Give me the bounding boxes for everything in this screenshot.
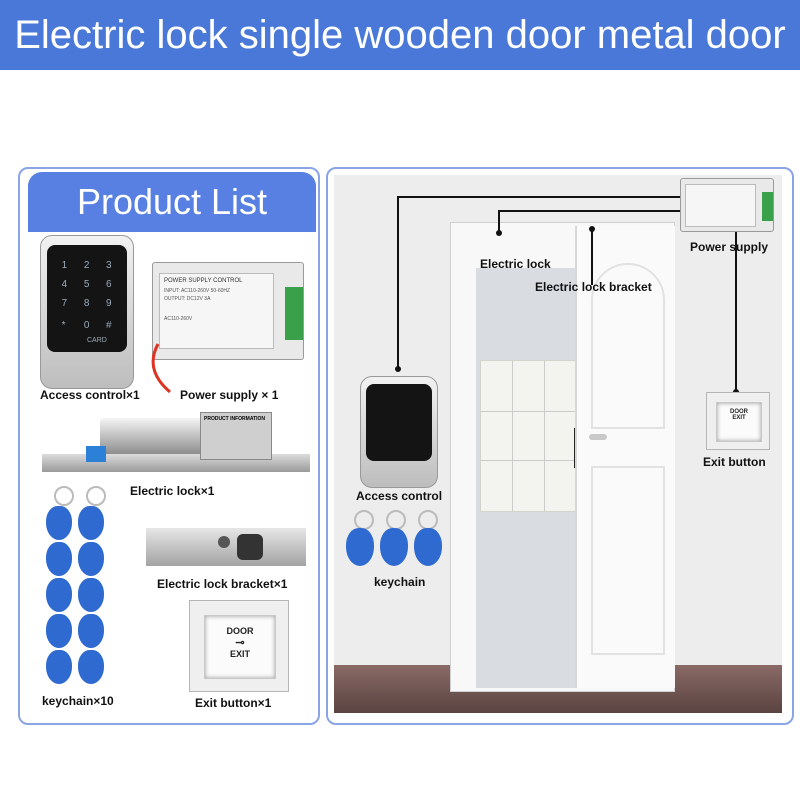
keypad-glass: 1 2 3 4 5 6 7 8 9 * 0 # CARD: [47, 245, 127, 352]
keyfob-icon: [46, 650, 72, 684]
lock-bracket-image: [146, 528, 306, 566]
diagram-keychain-label: keychain: [374, 575, 426, 589]
key: 7: [61, 298, 68, 310]
key: 5: [83, 279, 90, 291]
power-supply-label: Power supply × 1: [180, 388, 279, 402]
psu-model: AC110-260V: [164, 315, 193, 322]
terminal-block: [761, 192, 773, 221]
wire-dot: [496, 230, 502, 236]
keyfob-icon: [346, 528, 374, 566]
wire-lock-horizontal: [498, 210, 681, 212]
lock-info-box: PRODUCT INFORMATION: [200, 412, 272, 460]
wire-dot: [589, 226, 595, 232]
keyfob-icon: [78, 578, 104, 612]
key-icon: ⊸: [235, 637, 245, 650]
keypad-glass: [366, 383, 432, 461]
keyfob-icon: [78, 542, 104, 576]
psu-face: POWER SUPPLY CONTROL INPUT: AC110-260V 5…: [159, 272, 274, 350]
electric-lock-label: Electric lock×1: [130, 484, 215, 498]
keyfob-icon: [78, 506, 104, 540]
exit-button-face: DOOR ⊸ EXIT: [203, 615, 277, 679]
keyfob-icon: [46, 506, 72, 540]
lock-cylinder: [100, 418, 210, 454]
key-ring: [54, 486, 74, 506]
psu-input: INPUT: AC110-260V 50-60HZ: [164, 287, 231, 294]
diagram-bracket-label: Electric lock bracket: [535, 280, 652, 294]
power-cable: [151, 343, 171, 394]
diagram-access-control: [360, 376, 438, 488]
access-control-label: Access control×1: [40, 388, 140, 402]
exit-button-image: DOOR ⊸ EXIT: [189, 600, 289, 692]
keyfob-icon: [78, 614, 104, 648]
lock-connector: [86, 446, 106, 462]
access-control-image: 1 2 3 4 5 6 7 8 9 * 0 # CARD: [40, 235, 134, 389]
key: #: [105, 319, 112, 331]
keyfob-icon: [46, 614, 72, 648]
lock-info-label: PRODUCT INFORMATION: [204, 416, 266, 422]
product-list-header: Product List: [28, 172, 316, 232]
keyfob-icon: [46, 578, 72, 612]
wire-lock-vertical: [498, 211, 500, 233]
exit-door-text: DOOR: [729, 408, 748, 415]
card-label: CARD: [86, 336, 107, 344]
key-ring: [354, 510, 374, 530]
exit-button-label: Exit button×1: [195, 696, 272, 710]
key: 9: [105, 298, 112, 310]
key: 2: [83, 260, 90, 271]
diagram-power-supply-label: Power supply: [690, 240, 769, 254]
wire-dot: [395, 366, 401, 372]
wire-keypad-horizontal: [397, 196, 681, 198]
wire-bracket-vertical: [591, 229, 593, 285]
exit-button-face: DOOR EXIT: [715, 401, 763, 443]
power-supply-image: POWER SUPPLY CONTROL INPUT: AC110-260V 5…: [152, 262, 304, 360]
keyfob-icon: [414, 528, 442, 566]
banner-title: Electric lock single wooden door metal d…: [0, 0, 800, 70]
key: 1: [61, 260, 68, 271]
diagram-exit-button: DOOR EXIT: [706, 392, 770, 450]
psu-output: OUTPUT: DC12V 3A: [164, 295, 211, 302]
key: 3: [105, 260, 112, 271]
psu-face: [684, 184, 756, 227]
exit-exit-text: EXIT: [732, 414, 746, 421]
bracket-label: Electric lock bracket×1: [157, 577, 288, 591]
key-ring: [418, 510, 438, 530]
diagram-power-supply: [680, 178, 774, 232]
keyfob-icon: [380, 528, 408, 566]
exit-exit-text: EXIT: [229, 649, 250, 660]
key: 0: [83, 319, 90, 331]
diagram-electric-lock-label: Electric lock: [480, 257, 551, 271]
keychain-label: keychain×10: [42, 694, 114, 708]
diagram-exit-button-label: Exit button: [703, 455, 766, 469]
keyfob-icon: [46, 542, 72, 576]
key-ring: [86, 486, 106, 506]
diagram-access-control-label: Access control: [356, 489, 443, 503]
key: 6: [105, 279, 112, 291]
terminal-block: [285, 287, 303, 340]
key: 8: [83, 298, 90, 310]
key-ring: [386, 510, 406, 530]
key: 4: [61, 279, 68, 291]
keyfob-icon: [78, 650, 104, 684]
exit-door-text: DOOR: [226, 626, 254, 637]
wire-keypad-vertical: [397, 197, 399, 369]
psu-title: POWER SUPPLY CONTROL: [164, 277, 243, 284]
wire-exit-vertical: [735, 222, 737, 392]
shelf: [480, 360, 577, 512]
door-leaf: [575, 226, 675, 688]
key: *: [61, 319, 66, 331]
